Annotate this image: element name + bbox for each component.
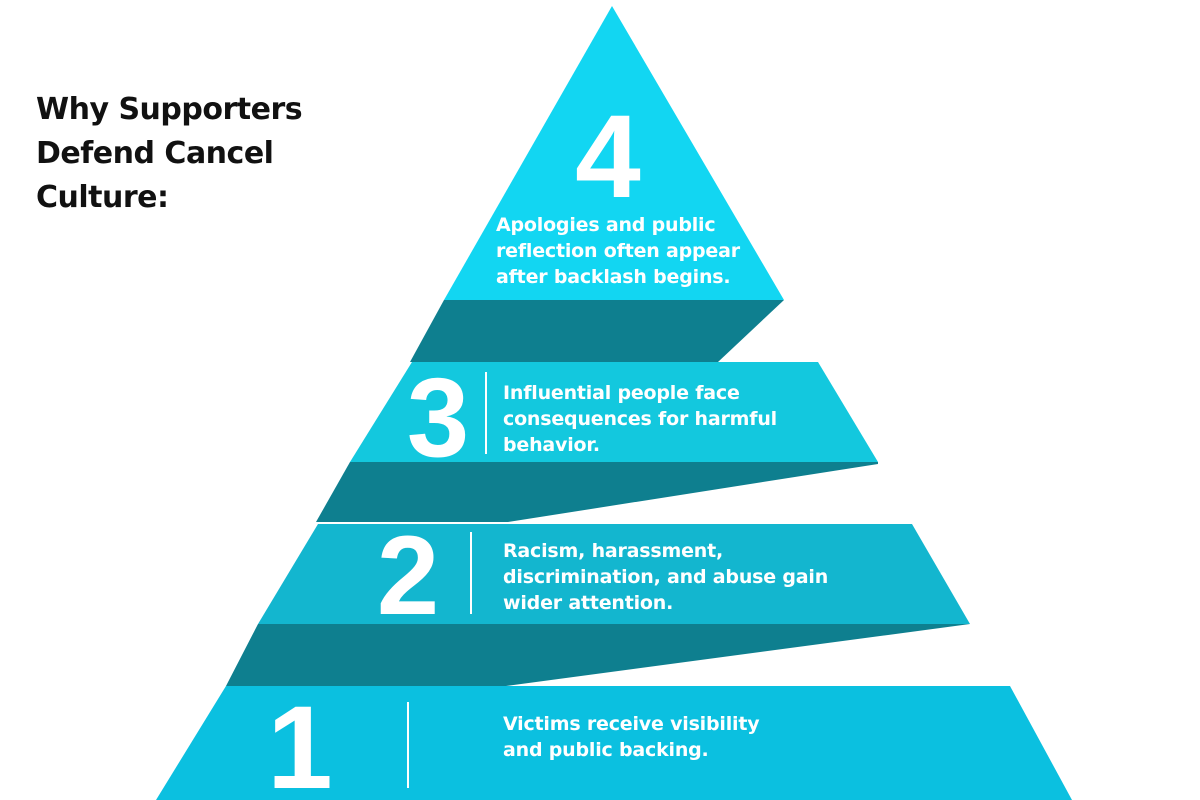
title-line-3: Culture:	[36, 180, 169, 215]
tier-1-line-2: and public backing.	[503, 739, 709, 761]
diagram-title: Why Supporters Defend Cancel Culture:	[36, 88, 356, 220]
tier-2-line-3: wider attention.	[503, 592, 674, 614]
tier-1-shape	[156, 686, 1072, 800]
tier-1-number: 1	[267, 682, 333, 800]
tier-4-number: 4	[575, 91, 641, 223]
tier-3-text: Influential people face consequences for…	[503, 380, 777, 458]
title-line-1: Why Supporters	[36, 92, 303, 127]
tier-3-line-1: Influential people face	[503, 382, 740, 404]
connector-ribbon-4-3	[410, 300, 784, 362]
tier-3-line-3: behavior.	[503, 434, 600, 456]
tier-2-number: 2	[377, 513, 439, 638]
tier-2-shape	[258, 524, 970, 624]
tier-4-text: Apologies and public reflection often ap…	[496, 212, 740, 290]
tier-2-line-1: Racism, harassment,	[503, 540, 724, 562]
tier-2-line-2: discrimination, and abuse gain	[503, 566, 829, 588]
tier-4-line-2: reflection often appear	[496, 240, 740, 262]
connector-ribbon-3-2	[316, 462, 878, 522]
title-line-2: Defend Cancel	[36, 136, 274, 171]
tier-1-line-1: Victims receive visibility	[503, 713, 760, 735]
tier-3-shape	[350, 362, 878, 462]
tier-3-number: 3	[407, 355, 469, 480]
tier-4-line-1: Apologies and public	[496, 214, 716, 236]
tier-4-line-3: after backlash begins.	[496, 266, 731, 288]
tier-4-shape	[444, 6, 784, 300]
connector-ribbon-2-1	[226, 624, 970, 686]
tier-2-text: Racism, harassment, discrimination, and …	[503, 538, 828, 616]
tier-1-text: Victims receive visibility and public ba…	[503, 711, 760, 763]
tier-3-line-2: consequences for harmful	[503, 408, 777, 430]
